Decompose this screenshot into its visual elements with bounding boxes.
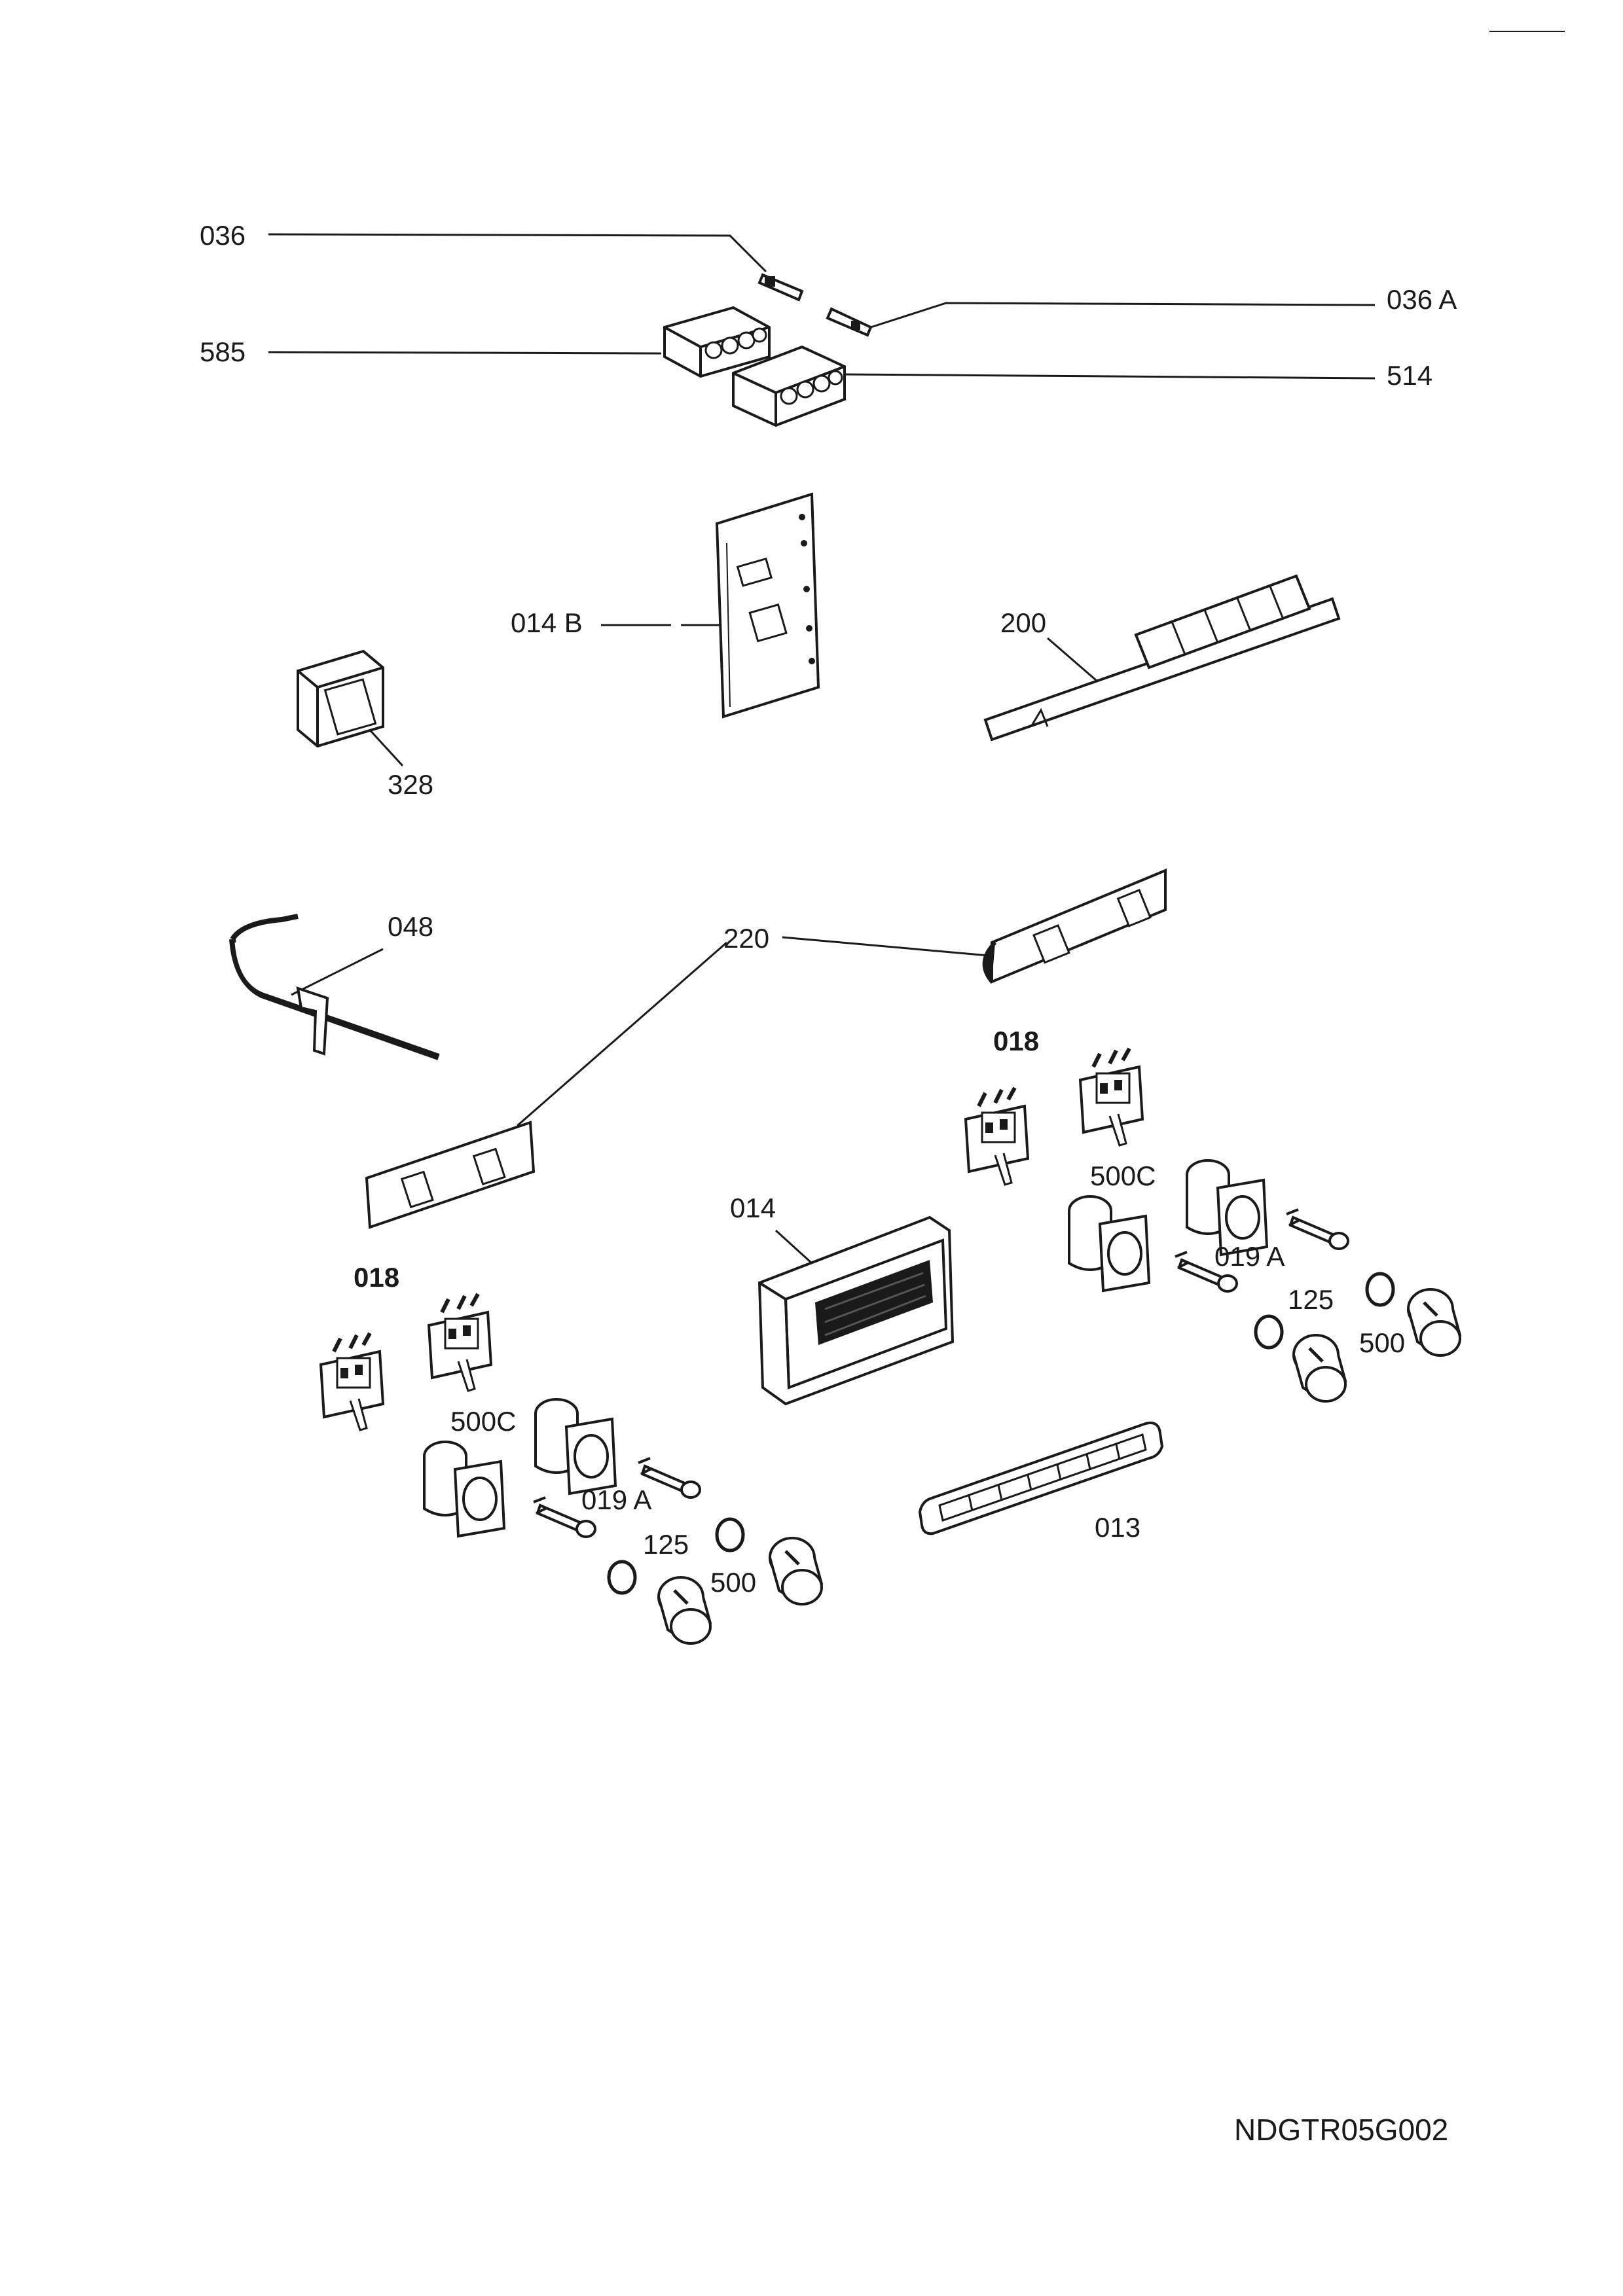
label-036: 036	[200, 220, 246, 251]
label-019a-left: 019 A	[581, 1484, 652, 1515]
label-018-right: 018	[993, 1026, 1040, 1056]
part-500-knob-left-a	[770, 1538, 822, 1604]
part-018-switch-left-a	[321, 1333, 383, 1430]
label-514: 514	[1387, 360, 1433, 391]
part-500c-holder-left-a	[534, 1398, 617, 1495]
label-220: 220	[723, 923, 770, 954]
part-500-knob-right-a	[1408, 1289, 1460, 1355]
label-019a-right: 019 A	[1214, 1241, 1285, 1272]
label-036a: 036 A	[1387, 284, 1457, 315]
part-125-ring-right-a	[1367, 1274, 1393, 1305]
part-018-switch-right-a	[966, 1088, 1028, 1185]
label-014: 014	[730, 1193, 776, 1223]
part-125-ring-right-b	[1256, 1316, 1282, 1348]
label-048: 048	[388, 911, 434, 942]
part-220-display-board-left	[365, 941, 727, 1229]
label-018-left: 018	[354, 1262, 400, 1293]
part-018-switch-right-b	[1080, 1049, 1142, 1145]
part-500-knob-left-b	[659, 1577, 710, 1643]
label-500c-right: 500C	[1090, 1160, 1156, 1191]
part-125-ring-left-b	[609, 1562, 635, 1593]
part-200-relay-board	[983, 574, 1341, 742]
part-500-knob-right-b	[1294, 1335, 1345, 1401]
part-036a-terminal	[826, 302, 1376, 337]
label-013: 013	[1095, 1512, 1141, 1543]
part-036-terminal	[268, 233, 804, 302]
part-013-button-strip	[918, 1422, 1164, 1535]
part-514-connector	[732, 345, 1376, 427]
part-328-transformer	[297, 649, 404, 767]
part-014b-circuit-board	[601, 492, 820, 719]
part-500c-holder-right-b	[1068, 1195, 1150, 1292]
part-048-probe	[229, 914, 441, 1060]
part-014-control-module	[757, 1215, 955, 1406]
part-220-display-board-right	[782, 869, 1167, 984]
label-125-left: 125	[643, 1529, 689, 1560]
part-019a-shaft-right-a	[1285, 1208, 1349, 1250]
label-125-right: 125	[1288, 1284, 1334, 1315]
drawing-code: NDGTR05G002	[1234, 2113, 1449, 2147]
label-200: 200	[1000, 607, 1047, 638]
label-500-left: 500	[710, 1567, 757, 1598]
label-500c-left: 500C	[450, 1406, 517, 1437]
part-125-ring-left-a	[717, 1519, 743, 1551]
label-500-right: 500	[1359, 1327, 1406, 1358]
part-585-connector	[268, 306, 771, 378]
label-328: 328	[388, 769, 434, 800]
label-014b: 014 B	[511, 607, 583, 638]
label-585: 585	[200, 336, 246, 367]
part-018-switch-left-b	[429, 1294, 491, 1391]
part-500c-holder-left-b	[423, 1441, 505, 1537]
